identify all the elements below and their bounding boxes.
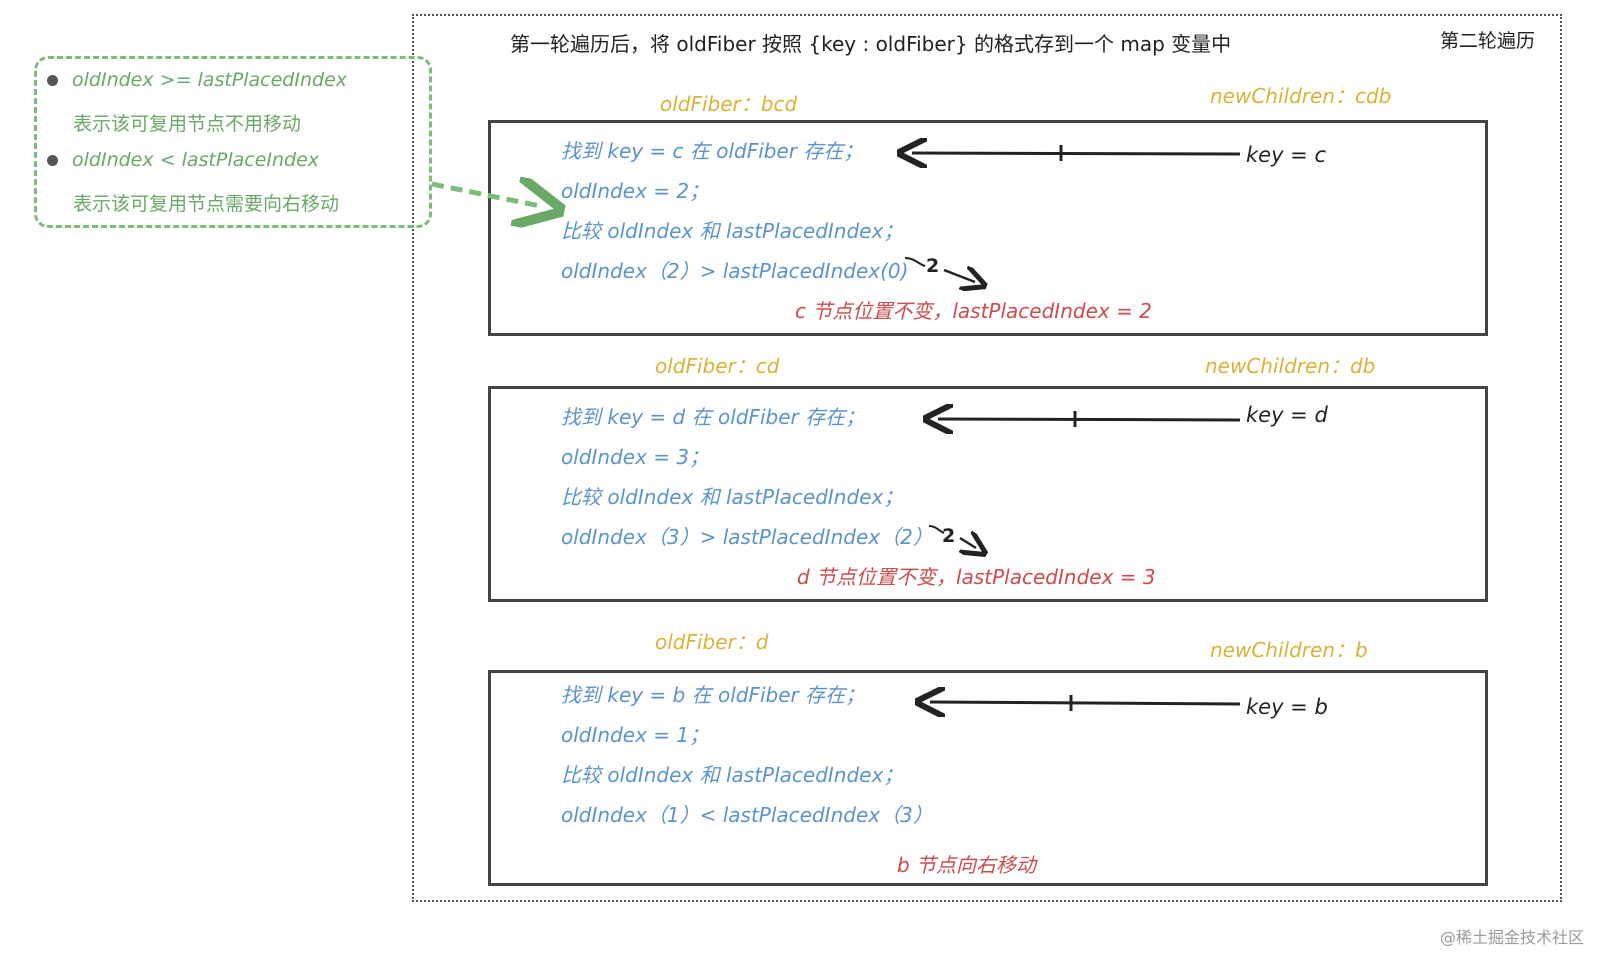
new-children-label-2: newChildren：db <box>1205 354 1376 378</box>
step-1-line-4: oldIndex（2）> lastPlacedIndex(0) <box>561 259 909 283</box>
legend-arrow <box>431 184 540 206</box>
bullet-icon <box>47 155 58 166</box>
old-fiber-label-3: oldFiber：d <box>655 630 769 654</box>
step-1-line-1: 找到 key = c 在 oldFiber 存在； <box>561 139 864 163</box>
step-3-line-4: oldIndex（1）< lastPlacedIndex（3） <box>561 803 933 827</box>
step-2-mark: 2 <box>942 525 955 547</box>
bullet-icon <box>47 75 58 86</box>
legend-item-move: oldIndex < lastPlaceIndex <box>47 149 319 171</box>
new-children-label-3: newChildren：b <box>1210 638 1368 662</box>
step-1-key: key = c <box>1246 143 1327 167</box>
step-1-result: c 节点位置不变，lastPlacedIndex = 2 <box>795 299 1152 323</box>
key-b-arrow <box>930 695 1241 711</box>
second-pass-title: 第二轮遍历 <box>1440 30 1536 52</box>
step-2-result: d 节点位置不变，lastPlacedIndex = 3 <box>797 565 1156 589</box>
step-3-line-1: 找到 key = b 在 oldFiber 存在； <box>561 683 866 707</box>
step-box-3: 找到 key = b 在 oldFiber 存在； oldIndex = 1； … <box>488 670 1488 886</box>
old-fiber-label-1: oldFiber：bcd <box>660 92 798 116</box>
step-2-mark-arrow <box>928 525 976 548</box>
step-1-line-2: oldIndex = 2； <box>561 179 710 203</box>
diagram-title: 第一轮遍历后，将 oldFiber 按照 {key : oldFiber} 的格… <box>510 32 1232 56</box>
outer-frame <box>412 14 1562 902</box>
step-1-line-3: 比较 oldIndex 和 lastPlacedIndex； <box>561 219 904 243</box>
step-2-line-4: oldIndex（3）> lastPlacedIndex（2） <box>561 525 933 549</box>
new-children-label-1: newChildren：cdb <box>1210 84 1392 108</box>
key-d-arrow <box>938 411 1241 427</box>
step-3-key: key = b <box>1246 695 1328 719</box>
old-fiber-label-2: oldFiber：cd <box>655 354 780 378</box>
step-1-mark: 2 <box>926 255 939 277</box>
legend-desc-move: 表示该可复用节点需要向右移动 <box>73 193 340 215</box>
step-box-1: 找到 key = c 在 oldFiber 存在； oldIndex = 2； … <box>488 120 1488 336</box>
legend-box: oldIndex >= lastPlacedIndex 表示该可复用节点不用移动… <box>34 56 432 228</box>
step-3-line-2: oldIndex = 1； <box>561 723 710 747</box>
legend-desc-no-move: 表示该可复用节点不用移动 <box>73 113 302 135</box>
step-2-key: key = d <box>1246 403 1328 427</box>
step-3-line-3: 比较 oldIndex 和 lastPlacedIndex； <box>561 763 904 787</box>
watermark: @稀土掘金技术社区 <box>1439 928 1584 947</box>
legend-item-no-move: oldIndex >= lastPlacedIndex <box>47 69 347 91</box>
key-c-arrow <box>912 145 1241 161</box>
step-2-line-2: oldIndex = 3； <box>561 445 710 469</box>
step-3-result: b 节点向右移动 <box>897 853 1037 877</box>
step-2-line-1: 找到 key = d 在 oldFiber 存在； <box>561 405 866 429</box>
step-1-mark-arrow <box>904 257 975 282</box>
step-box-2: 找到 key = d 在 oldFiber 存在； oldIndex = 3； … <box>488 386 1488 602</box>
step-2-line-3: 比较 oldIndex 和 lastPlacedIndex； <box>561 485 904 509</box>
